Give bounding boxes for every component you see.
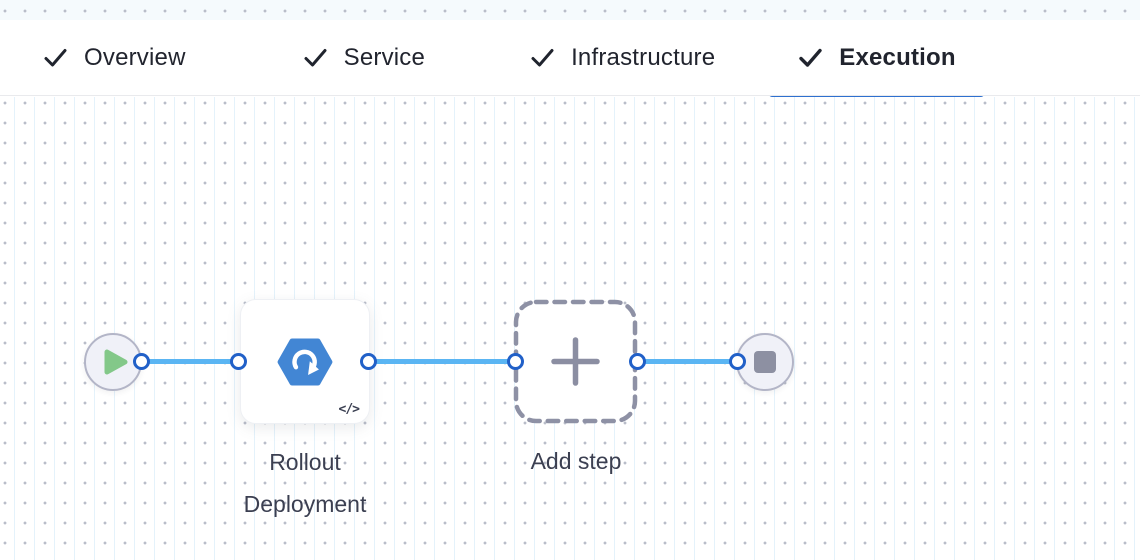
stage-tabbar: Overview Service Infrastructure Executio… (0, 20, 1140, 102)
tab-label: Infrastructure (571, 43, 716, 71)
tab-infrastructure[interactable]: Infrastructure (499, 20, 745, 95)
step-node-rollout-deployment[interactable]: </> (240, 299, 370, 424)
tab-execution[interactable]: Execution (767, 20, 986, 102)
port-step-out[interactable] (360, 353, 377, 370)
start-node[interactable] (84, 333, 142, 391)
add-step-node[interactable] (513, 299, 638, 424)
stop-icon (754, 351, 776, 373)
tab-label: Overview (84, 43, 186, 71)
port-end-in[interactable] (729, 353, 746, 370)
check-icon (799, 48, 822, 67)
tab-label: Execution (839, 43, 956, 71)
check-icon (531, 49, 554, 67)
connector-addstep-to-end (637, 359, 738, 364)
canvas-top-strip (0, 0, 1140, 20)
connector-step-to-addstep (368, 359, 516, 364)
play-icon (104, 349, 127, 375)
plus-icon (551, 337, 600, 386)
execution-canvas[interactable]: </> Rollout Deployment Add step (0, 97, 1140, 560)
tab-overview[interactable]: Overview (12, 20, 216, 95)
tab-label: Service (343, 43, 426, 71)
add-step-label: Add step (530, 448, 622, 474)
port-start-out[interactable] (133, 353, 150, 370)
connector-start-to-step (141, 359, 239, 364)
tab-service[interactable]: Service (272, 20, 455, 95)
port-addstep-in[interactable] (507, 353, 524, 370)
port-step-in[interactable] (230, 353, 247, 370)
step-node-label: Rollout Deployment (243, 449, 367, 517)
port-addstep-out[interactable] (629, 353, 646, 370)
check-icon (304, 49, 327, 67)
check-icon (44, 49, 67, 67)
rollout-deployment-icon (277, 337, 333, 386)
code-icon[interactable]: </> (338, 402, 361, 417)
